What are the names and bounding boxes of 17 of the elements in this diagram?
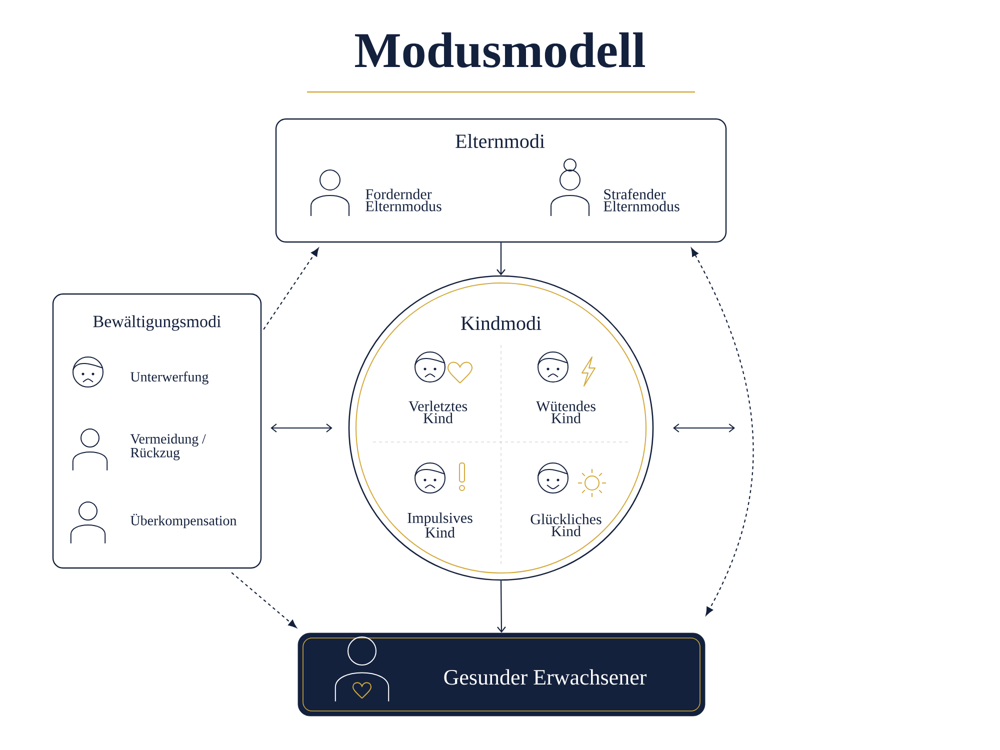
- arrow: [263, 248, 319, 330]
- title: Modusmodell: [355, 32, 645, 68]
- mode-label: Wütendes Kind: [536, 400, 596, 424]
- mode-label: Unterwerfung: [130, 372, 208, 384]
- mode-label: Vermeidung / Rückzug: [130, 434, 206, 460]
- arrow: [231, 572, 297, 628]
- arrow: [496, 242, 506, 276]
- mode-label: Fordernder Elternmodus: [366, 188, 442, 212]
- mode-label: Überkompensation: [130, 514, 237, 528]
- result-box: Gesunder Erwachsener: [298, 632, 706, 716]
- arrow: [497, 580, 506, 633]
- arrow: [270, 424, 332, 432]
- arrow: [691, 248, 754, 616]
- mode-label: Glückliches Kind: [530, 514, 602, 536]
- mode-label: Impulsives Kind: [408, 512, 472, 538]
- mode-label: Strafender Elternmodus: [604, 188, 680, 212]
- mode-label: Verletztes Kind: [408, 400, 468, 424]
